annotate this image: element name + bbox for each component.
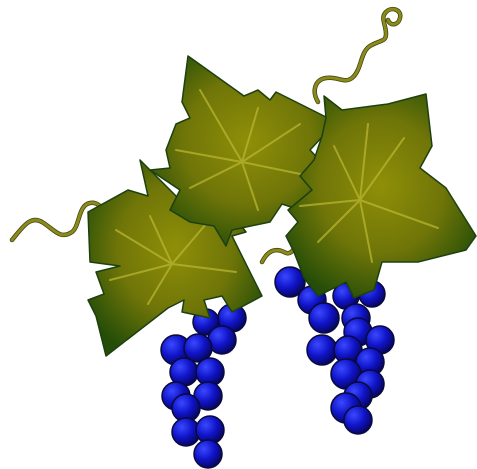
grape-berry xyxy=(343,405,373,435)
grape-berry xyxy=(308,302,340,334)
tendril-top xyxy=(313,7,402,104)
grape-berry xyxy=(306,334,338,366)
leaf-top-veins xyxy=(175,89,321,211)
leaf-right-veins xyxy=(299,123,439,263)
tendril-top-outline xyxy=(312,6,403,105)
leaf-left-veins xyxy=(109,215,237,305)
grape-cluster-left xyxy=(160,303,247,469)
leaf-top xyxy=(149,55,347,247)
leaf-right xyxy=(285,93,477,299)
grape-berry xyxy=(274,266,306,298)
grape-cluster-right xyxy=(274,266,395,435)
grape-berry xyxy=(183,333,213,363)
leaf-right-blade xyxy=(285,93,477,299)
grape-berry xyxy=(193,439,223,469)
leaf-top-blade xyxy=(149,55,347,247)
